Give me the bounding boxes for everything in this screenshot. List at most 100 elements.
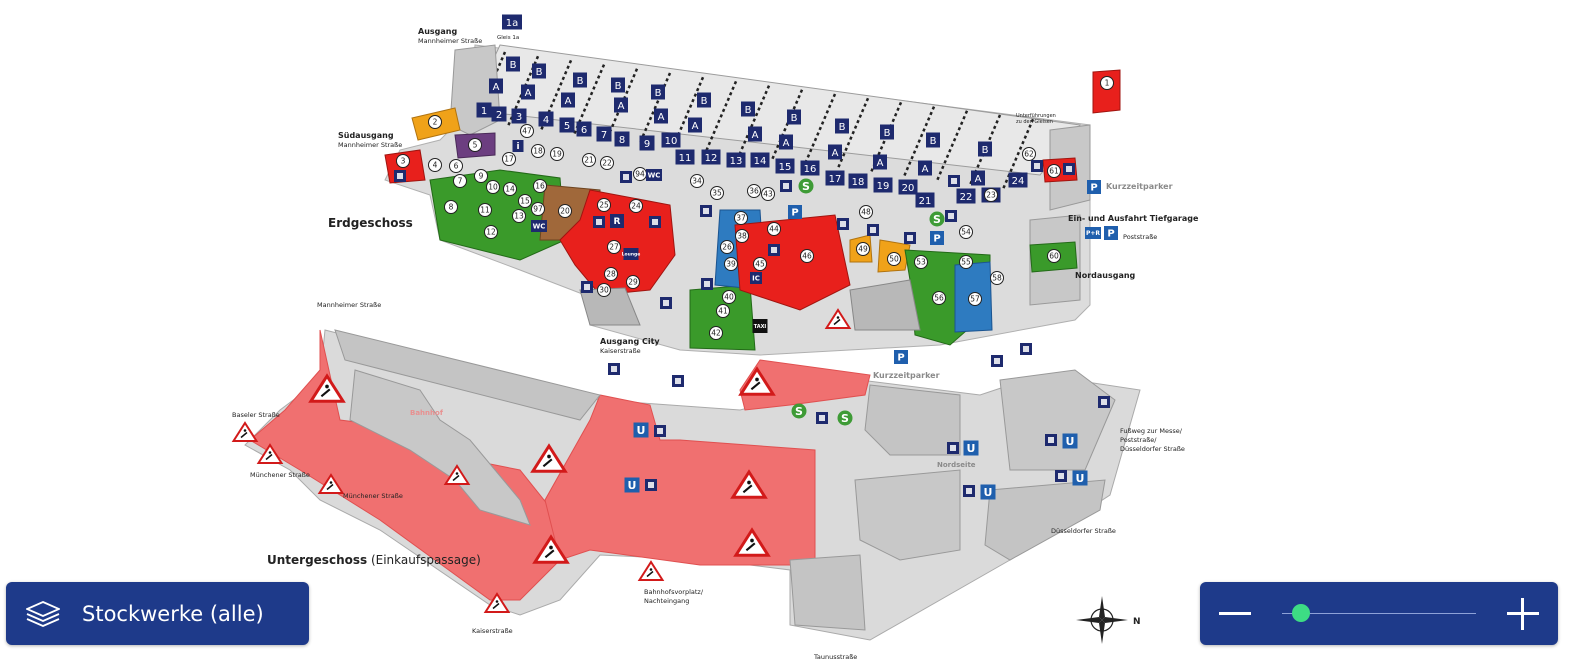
poi-marker[interactable]: 57 (968, 292, 982, 306)
poi-marker[interactable]: 2 (428, 115, 442, 129)
zoom-in-button[interactable] (1488, 582, 1558, 645)
poi-marker[interactable]: 41 (716, 304, 730, 318)
poi-marker[interactable]: 16 (533, 179, 547, 193)
platform-section-label: B (835, 118, 849, 134)
poi-marker[interactable]: 53 (914, 255, 928, 269)
poi-number: 39 (726, 260, 736, 269)
platform-section-label: A (489, 78, 503, 94)
poi-marker[interactable]: 27 (607, 240, 621, 254)
platform-section-label-text: A (618, 101, 625, 112)
floor-selector-label: Stockwerke (alle) (82, 601, 264, 626)
zoom-slider[interactable] (1282, 582, 1476, 645)
facility-pictogram-icon (945, 210, 957, 222)
poi-marker[interactable]: 54 (959, 225, 973, 239)
platform-number-text: 6 (581, 125, 587, 136)
poi-marker[interactable]: 36 (747, 184, 761, 198)
poi-marker[interactable]: 10 (486, 180, 500, 194)
poi-marker[interactable]: 9 (474, 169, 488, 183)
poi-marker[interactable]: 49 (856, 242, 870, 256)
poi-marker[interactable]: 14 (503, 182, 517, 196)
label-ausgang-city: Ausgang City (600, 337, 660, 346)
poi-marker[interactable]: 25 (597, 198, 611, 212)
facility-pictogram-icon (904, 232, 916, 244)
poi-marker[interactable]: 13 (512, 209, 526, 223)
poi-marker[interactable]: 24 (629, 199, 643, 213)
label-nordausgang: Nordausgang (1075, 271, 1136, 280)
poi-marker[interactable]: 39 (724, 257, 738, 271)
zoom-out-button[interactable] (1200, 582, 1270, 645)
poi-marker[interactable]: 6 (449, 159, 463, 173)
parking-badge: P (1104, 226, 1118, 240)
label-mannheimer-2: Mannheimer Straße (338, 141, 402, 149)
poi-marker[interactable]: 11 (478, 203, 492, 217)
construction-warning-icon (256, 443, 284, 464)
poi-marker[interactable]: 5 (468, 138, 482, 152)
label-kaiserstrasse-2: Kaiserstraße (472, 627, 513, 635)
poi-marker[interactable]: 30 (597, 283, 611, 297)
platform-number-text: 3 (516, 112, 522, 123)
platform-number: 4 (538, 111, 554, 127)
poi-marker[interactable]: 28 (604, 267, 618, 281)
poi-marker[interactable]: 21 (582, 153, 596, 167)
poi-marker[interactable]: 45 (753, 257, 767, 271)
track-line (935, 110, 969, 182)
poi-marker[interactable]: 61 (1047, 164, 1061, 178)
poi-marker[interactable]: 20 (558, 204, 572, 218)
poi-marker[interactable]: 26 (720, 240, 734, 254)
platform-section-label: A (828, 144, 842, 160)
poi-marker[interactable]: 7 (453, 174, 467, 188)
compass-n-label: N (1133, 617, 1141, 627)
poi-marker[interactable]: 40 (722, 290, 736, 304)
poi-marker[interactable]: 97 (531, 202, 545, 216)
poi-number: 44 (769, 225, 779, 234)
label-unterfuehrungen-1: Unterführungen (1016, 113, 1056, 119)
poi-marker[interactable]: 34 (690, 174, 704, 188)
floor-selector-button[interactable]: Stockwerke (alle) (6, 582, 309, 645)
construction-warning-icon (308, 373, 346, 403)
info-badge-text: i (516, 142, 519, 152)
poi-marker[interactable]: 94 (633, 167, 647, 181)
platform-section-label-text: A (493, 82, 500, 93)
poi-marker[interactable]: 35 (710, 186, 724, 200)
zoom-slider-knob[interactable] (1292, 604, 1311, 622)
poi-marker[interactable]: 55 (959, 255, 973, 269)
poi-number: 11 (480, 206, 490, 215)
poi-marker[interactable]: 58 (990, 271, 1004, 285)
poi-marker[interactable]: 29 (626, 275, 640, 289)
poi-marker[interactable]: 1 (1100, 76, 1114, 90)
poi-marker[interactable]: 19 (550, 147, 564, 161)
poi-marker[interactable]: 46 (800, 249, 814, 263)
poi-marker[interactable]: 48 (859, 205, 873, 219)
lower-building-7 (789, 554, 866, 631)
poi-marker[interactable]: 8 (444, 200, 458, 214)
poi-marker[interactable]: 22 (600, 156, 614, 170)
label-bahnhof: Bahnhof (410, 409, 444, 417)
construction-warning-icon (532, 534, 570, 564)
poi-number: 17 (504, 155, 514, 164)
platform-section-label-text: B (982, 145, 989, 156)
poi-number: 58 (992, 274, 1002, 283)
lower-building-6 (984, 479, 1106, 561)
poi-marker[interactable]: 3 (396, 154, 410, 168)
subway-u-badge: U (633, 422, 649, 438)
poi-marker[interactable]: 60 (1047, 249, 1061, 263)
poi-marker[interactable]: 56 (932, 291, 946, 305)
poi-marker[interactable]: 44 (767, 222, 781, 236)
parking-badge-text: P (791, 208, 798, 219)
zoom-control (1200, 582, 1558, 645)
poi-marker[interactable]: 50 (887, 252, 901, 266)
poi-marker[interactable]: 37 (734, 211, 748, 225)
poi-marker[interactable]: 38 (735, 229, 749, 243)
poi-marker[interactable]: 42 (709, 326, 723, 340)
parking-badge: P (930, 231, 944, 245)
poi-marker[interactable]: 4 (428, 158, 442, 172)
poi-marker[interactable]: 15 (518, 194, 532, 208)
poi-marker[interactable]: 17 (502, 152, 516, 166)
poi-marker[interactable]: 23 (984, 188, 998, 202)
poi-marker[interactable]: 18 (531, 144, 545, 158)
poi-marker[interactable]: 62 (1022, 147, 1036, 161)
poi-marker[interactable]: 12 (484, 225, 498, 239)
poi-marker[interactable]: 47 (520, 124, 534, 138)
poi-marker[interactable]: 43 (761, 187, 775, 201)
